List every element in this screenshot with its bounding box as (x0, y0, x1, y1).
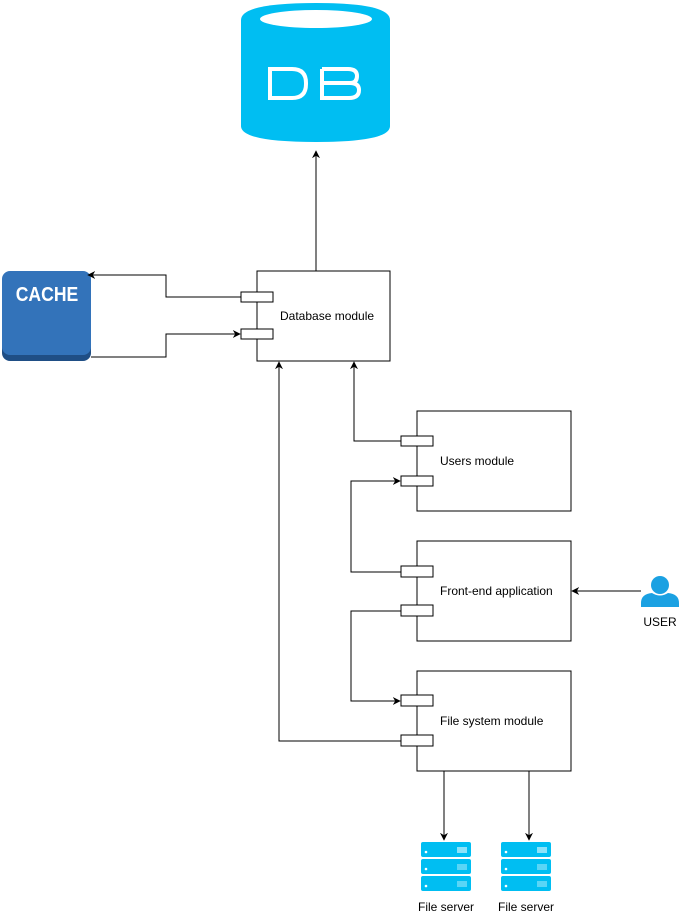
file-system-module-node[interactable]: File system module (400, 670, 572, 772)
server-icon (421, 842, 471, 891)
database-module-node[interactable]: Database module (240, 270, 391, 362)
edge-frontend-to-filesystem (350, 610, 401, 705)
edge-filesystem-to-dbmodule (275, 361, 401, 742)
db-node[interactable]: DB (241, 3, 390, 142)
component-box (416, 410, 572, 512)
edge-cache-to-dbmodule (91, 330, 241, 358)
frontend-app-node[interactable]: Front-end application (400, 540, 572, 642)
users-module-node[interactable]: Users module (400, 410, 572, 512)
port-out-database (400, 435, 434, 447)
frontend-app-label: Front-end application (440, 584, 553, 598)
server-icon (501, 842, 551, 891)
edge-dbmodule-to-cache (87, 271, 241, 298)
file-server-1-label: File server (418, 900, 474, 914)
user-label: USER (643, 615, 677, 629)
port-out-filesystem (400, 604, 434, 617)
component-box (416, 670, 572, 772)
component-box (416, 540, 572, 642)
db-label: DB (308, 79, 325, 93)
port-in-cache (240, 328, 274, 340)
cache-label: CACHE (16, 283, 79, 305)
file-server-2-label: File server (498, 900, 554, 914)
file-server-2-node[interactable]: File server (498, 842, 554, 914)
edges (87, 150, 641, 841)
file-system-module-label: File system module (440, 714, 544, 728)
db-label-glyph (268, 67, 362, 100)
port-in-frontend (400, 694, 434, 707)
cache-node[interactable]: CACHE (2, 271, 91, 361)
database-icon (241, 3, 390, 142)
port-out-users (400, 565, 434, 578)
file-server-1-node[interactable]: File server (418, 842, 474, 914)
component-box (256, 270, 391, 362)
edge-frontend-to-users (350, 477, 401, 573)
port-in-frontend (400, 475, 434, 487)
user-node[interactable]: USER (641, 576, 679, 629)
port-out-database (400, 734, 434, 747)
users-module-label: Users module (440, 454, 514, 468)
user-icon (641, 576, 679, 607)
edge-users-to-dbmodule (350, 361, 401, 442)
database-module-label: Database module (280, 309, 374, 323)
cache-icon (2, 271, 91, 361)
port-out-cache (240, 291, 274, 303)
